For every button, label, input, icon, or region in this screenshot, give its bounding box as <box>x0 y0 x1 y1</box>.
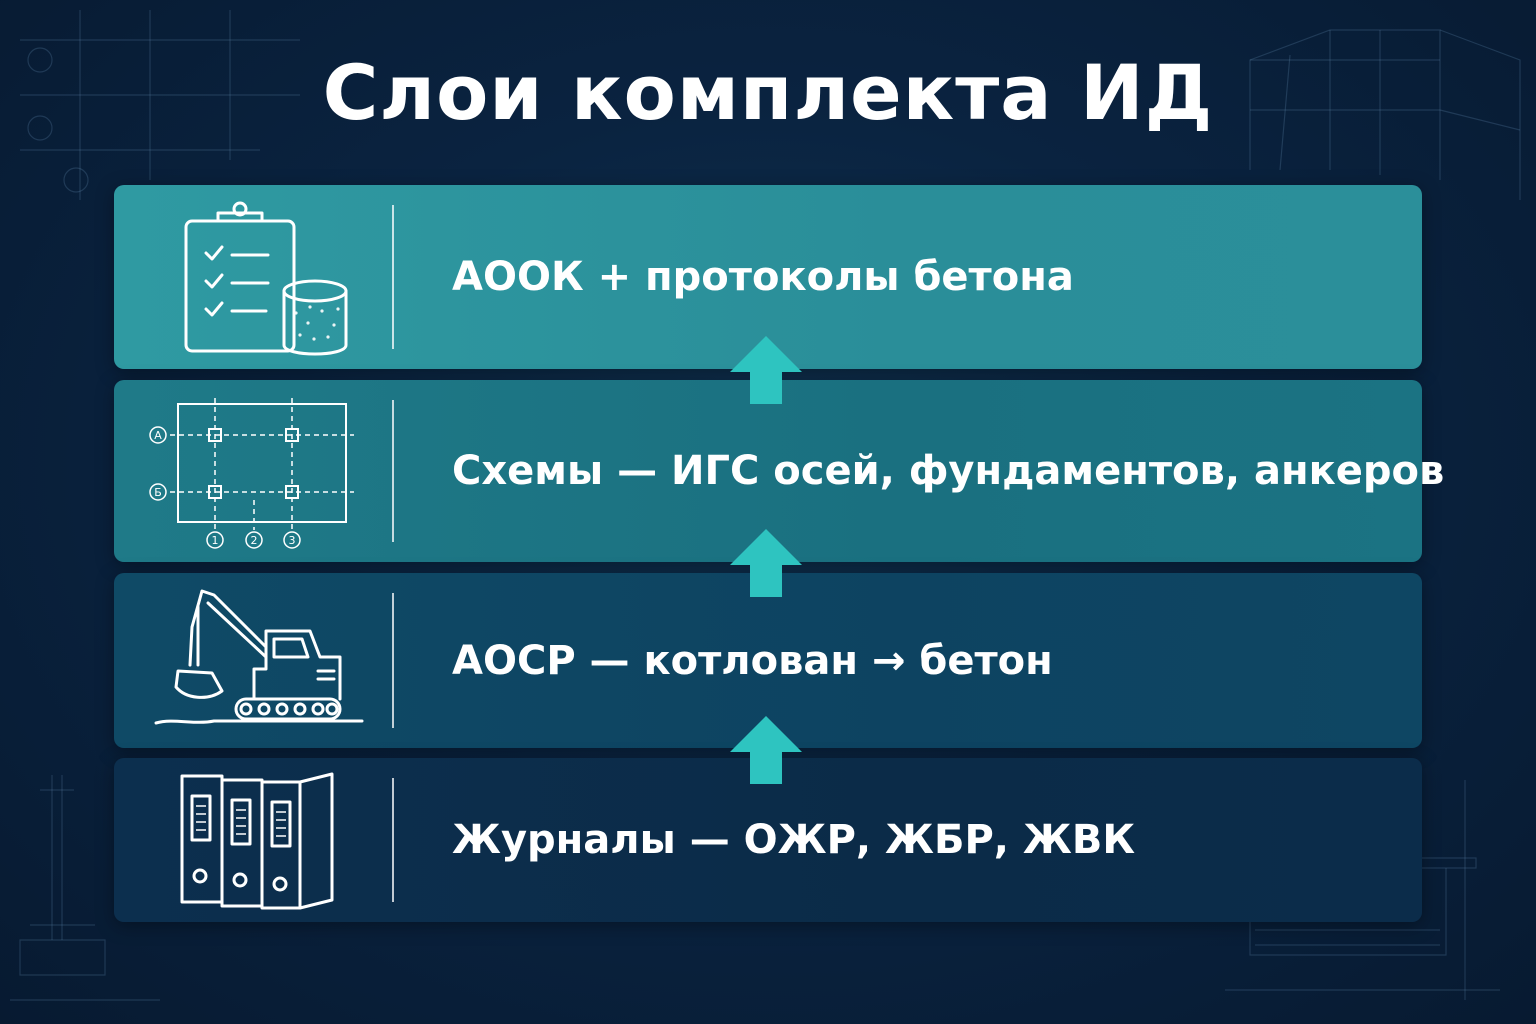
page-title: Слои комплекта ИД <box>322 48 1214 137</box>
scheme-axis-b: Б <box>154 486 162 499</box>
axis-grid-scheme-icon: А Б 1 2 3 <box>149 398 354 549</box>
excavator-icon <box>154 589 364 725</box>
clipboard-concrete-icon <box>184 201 348 356</box>
layer-label: Схемы — ИГС осей, фундаментов, анкеров <box>452 448 1445 494</box>
layer-divider <box>392 778 394 902</box>
layer-label: АООК + протоколы бетона <box>452 254 1074 300</box>
scheme-axis-1: 1 <box>212 534 219 547</box>
scheme-axis-a: А <box>154 429 162 442</box>
layer-label: Журналы — ОЖР, ЖБР, ЖВК <box>452 817 1136 863</box>
layer-schemes: А Б 1 2 3 Схемы — ИГС осей, фундаментов,… <box>114 380 1444 562</box>
layer-journals: Журналы — ОЖР, ЖБР, ЖВК <box>114 758 1422 922</box>
arrow-up-icon <box>730 529 802 597</box>
scheme-axis-2: 2 <box>251 534 258 547</box>
binders-icon <box>180 772 334 910</box>
layer-label: АОСР — котлован → бетон <box>452 637 1053 684</box>
scheme-axis-3: 3 <box>289 534 296 547</box>
layer-divider <box>392 205 394 349</box>
layer-divider <box>392 593 394 728</box>
arrow-up-icon <box>730 716 802 784</box>
layer-divider <box>392 400 394 542</box>
arrow-up-icon <box>730 336 802 404</box>
